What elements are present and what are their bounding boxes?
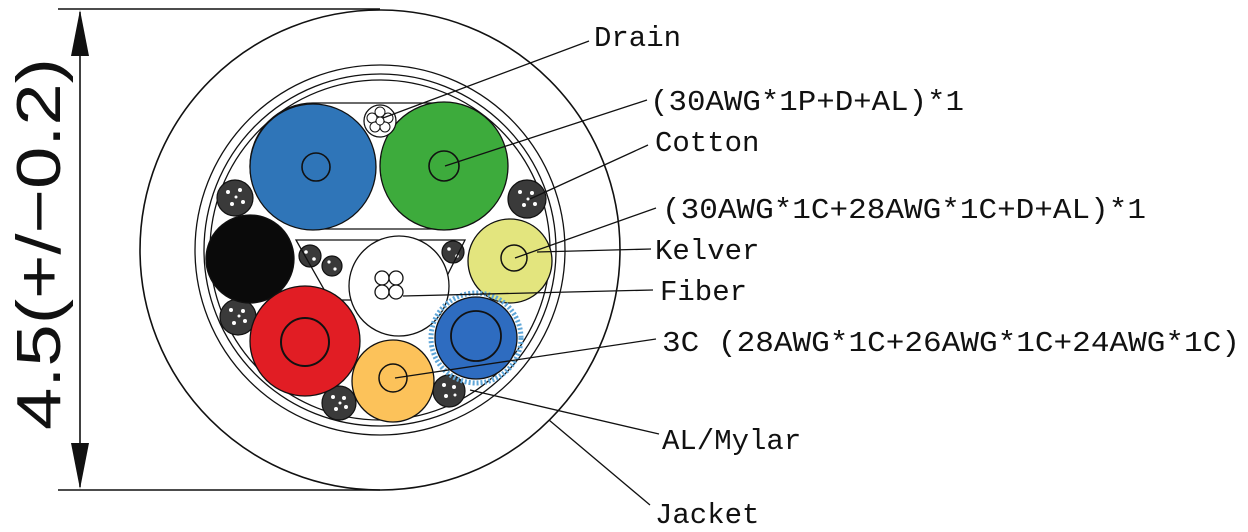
cotton-filler xyxy=(432,374,466,408)
blue-small-fringe xyxy=(428,290,524,386)
label-jacket: Jacket xyxy=(655,499,759,532)
leader-fiber xyxy=(402,289,654,297)
blue-conductor-core xyxy=(301,152,331,182)
label-pair: (30AWG*1P+D+AL)*1 xyxy=(650,86,964,119)
leader-jacket xyxy=(548,419,651,506)
label-drain: Drain xyxy=(594,22,681,55)
dimension-arrow-bottom xyxy=(71,443,89,489)
label-al-mylar: AL/Mylar xyxy=(662,425,801,458)
leader-kelver xyxy=(536,248,652,253)
black-conductor xyxy=(205,214,295,304)
blue-conductor-insulation xyxy=(249,103,377,231)
red-conductor-core xyxy=(280,317,330,367)
label-cotton: Cotton xyxy=(655,127,759,160)
drain-wire xyxy=(363,104,397,138)
al-mylar-circle-inner xyxy=(203,73,557,427)
leader-al-mylar xyxy=(469,389,660,435)
green-conductor-insulation xyxy=(379,101,509,231)
dimension-arrow-top xyxy=(71,10,89,56)
green-conductor-core xyxy=(428,150,460,182)
coax-conductor xyxy=(467,218,553,304)
leader-lines xyxy=(382,40,660,506)
dimension-indicator: 4.5(+/−0.2) xyxy=(5,8,380,491)
fiber-strands xyxy=(374,270,404,300)
orange-conductor-core xyxy=(378,363,408,393)
leader-drain xyxy=(382,40,590,119)
label-kelver: Kelver xyxy=(655,235,759,268)
label-3c: 3C (28AWG*1C+26AWG*1C+24AWG*1C) xyxy=(662,327,1240,360)
leader-cotton xyxy=(529,144,649,200)
label-fiber: Fiber xyxy=(660,276,747,309)
orange-conductor xyxy=(351,339,435,423)
coax-conductor-core xyxy=(500,244,528,272)
cotton-speckle xyxy=(226,188,537,411)
label-coax: (30AWG*1C+28AWG*1C+D+AL)*1 xyxy=(662,194,1146,227)
red-conductor xyxy=(249,285,361,397)
leader-coax xyxy=(514,207,657,259)
leader-pair xyxy=(444,99,648,167)
al-mylar-circle-outer xyxy=(194,64,566,436)
cotton-filler xyxy=(321,255,343,277)
blue-small-conductor xyxy=(434,296,518,380)
dimension-label: 4.5(+/−0.2) xyxy=(5,58,74,430)
cotton-filler xyxy=(298,244,322,268)
blue-small-conductor-core xyxy=(450,310,502,362)
cotton-filler xyxy=(441,240,465,264)
leader-3c xyxy=(394,338,657,379)
